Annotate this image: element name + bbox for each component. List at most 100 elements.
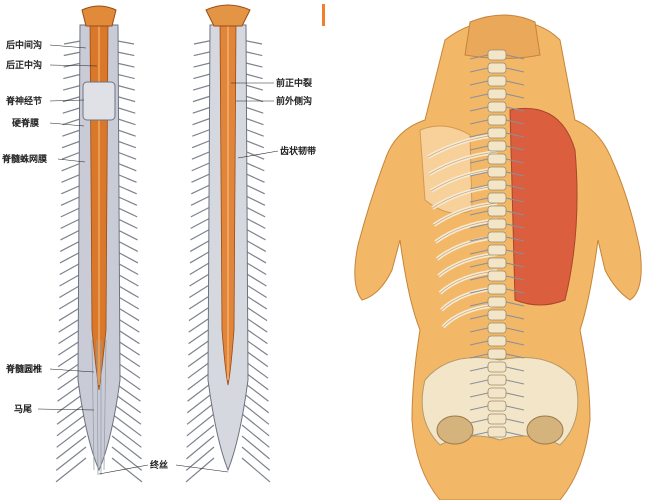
spinal-nerve — [469, 67, 525, 73]
nerve-root-left — [55, 446, 87, 471]
vertebra — [487, 179, 507, 191]
label-denticulate-ligament: 齿状韧带 — [280, 145, 316, 157]
nerve-root-right — [241, 457, 271, 483]
spinal-nerve — [469, 132, 525, 138]
label-posterior-intermediate-sulcus: 后中间沟 — [6, 39, 42, 51]
spinal-nerve — [469, 171, 525, 177]
rib-outline — [429, 151, 498, 175]
nerve-root-right — [111, 435, 142, 460]
brainstem-top — [81, 5, 117, 27]
vertebra — [487, 231, 507, 243]
vertebra — [487, 322, 507, 334]
spinal-nerve — [469, 119, 525, 125]
vertebra — [487, 88, 507, 100]
nerve-root-left — [56, 424, 87, 448]
cauda-equina-strands — [91, 339, 107, 476]
spinal-nerve — [469, 327, 525, 333]
label-anterolateral-sulcus: 前外侧沟 — [276, 95, 312, 107]
spinal-nerve — [469, 366, 525, 372]
spinal-nerve — [469, 236, 525, 242]
label-filum-terminale: 终丝 — [149, 459, 168, 471]
nerve-root-right — [111, 457, 143, 483]
spinal-nerve — [469, 249, 525, 255]
vertebra — [487, 335, 507, 347]
nerve-root-right — [241, 413, 270, 437]
nerve-root-right — [111, 402, 142, 425]
vertebra — [487, 400, 507, 412]
vertebra — [487, 49, 507, 61]
nerve-root-left — [55, 457, 87, 483]
neck — [464, 14, 541, 59]
nerve-root-right — [111, 424, 142, 448]
vertebra — [487, 374, 507, 386]
middle-label-group: 前正中裂 前外侧沟 齿状韧带 终丝 — [98, 77, 316, 475]
vertebra — [487, 348, 507, 360]
spinal-nerve — [469, 418, 525, 424]
vertebra — [487, 244, 507, 256]
spinal-nerve — [469, 288, 525, 294]
vertebra — [487, 205, 507, 217]
nerve-root-right — [111, 413, 142, 437]
nerve-root-left — [185, 457, 215, 483]
rib-outline — [433, 202, 498, 226]
spinal-nerve — [469, 262, 525, 268]
vertebra — [487, 257, 507, 269]
spinal-ganglion-bulge — [82, 81, 116, 121]
vertebra — [487, 62, 507, 74]
corner-mark — [322, 4, 325, 26]
spinal-nerve — [469, 145, 525, 151]
vertebra — [487, 218, 507, 230]
spinal-nerve — [469, 93, 525, 99]
label-dura-mater: 硬脊膜 — [12, 117, 40, 129]
vertebra — [487, 309, 507, 321]
vertebra — [487, 426, 507, 438]
spinal-nerve — [469, 184, 525, 190]
vertebra — [487, 140, 507, 152]
vertebra — [487, 283, 507, 295]
posterior-spinal-cord-view — [55, 5, 143, 483]
right-hip-socket — [526, 415, 564, 445]
label-spinal-ganglion: 脊神经节 — [5, 95, 42, 107]
nerve-root-right — [241, 446, 271, 471]
left-label-group: 后中间沟 后正中沟 脊神经节 硬脊膜 脊髓蛛网膜 脊髓圆椎 马尾 — [1, 39, 98, 415]
vertebra — [487, 387, 507, 399]
spinal-nerve — [469, 379, 525, 385]
vertebral-column — [469, 49, 525, 438]
nerve-root-left — [56, 413, 87, 437]
spinal-nerve — [469, 431, 525, 437]
vertebra — [487, 127, 507, 139]
nerve-root-left — [186, 413, 215, 437]
label-cauda-equina: 马尾 — [14, 404, 32, 415]
anterior-brainstem-top — [205, 4, 251, 27]
spinal-nerve — [469, 80, 525, 86]
label-conus-medullaris: 脊髓圆椎 — [5, 363, 42, 375]
anterior-spinal-cord-view — [185, 4, 271, 483]
spinal-nerve — [469, 340, 525, 346]
nerve-root-left — [186, 424, 215, 448]
nerve-root-left — [56, 435, 87, 460]
vertebra — [487, 192, 507, 204]
spinal-nerve — [469, 223, 525, 229]
spinal-nerve — [469, 301, 525, 307]
vertebra — [487, 270, 507, 282]
latissimus-muscle — [509, 107, 578, 306]
spinal-nerve — [469, 106, 525, 112]
spinal-nerve — [469, 392, 525, 398]
left-hip-socket — [436, 415, 474, 445]
spinal-nerve — [469, 275, 525, 281]
vertebra — [487, 114, 507, 126]
torso-back-view — [354, 14, 642, 500]
nerve-root-left — [186, 435, 215, 460]
nerve-root-left — [185, 446, 215, 471]
nerve-root-right — [241, 424, 270, 448]
spinal-nerve — [469, 158, 525, 164]
vertebra — [487, 413, 507, 425]
label-arachnoid: 脊髓蛛网膜 — [1, 153, 48, 165]
label-anterior-median-fissure: 前正中裂 — [276, 77, 312, 89]
spinal-nerve — [469, 210, 525, 216]
nerve-root-right — [111, 446, 143, 471]
nerve-root-left — [186, 391, 215, 414]
spinal-nerve — [469, 314, 525, 320]
nerve-root-left — [56, 402, 87, 425]
